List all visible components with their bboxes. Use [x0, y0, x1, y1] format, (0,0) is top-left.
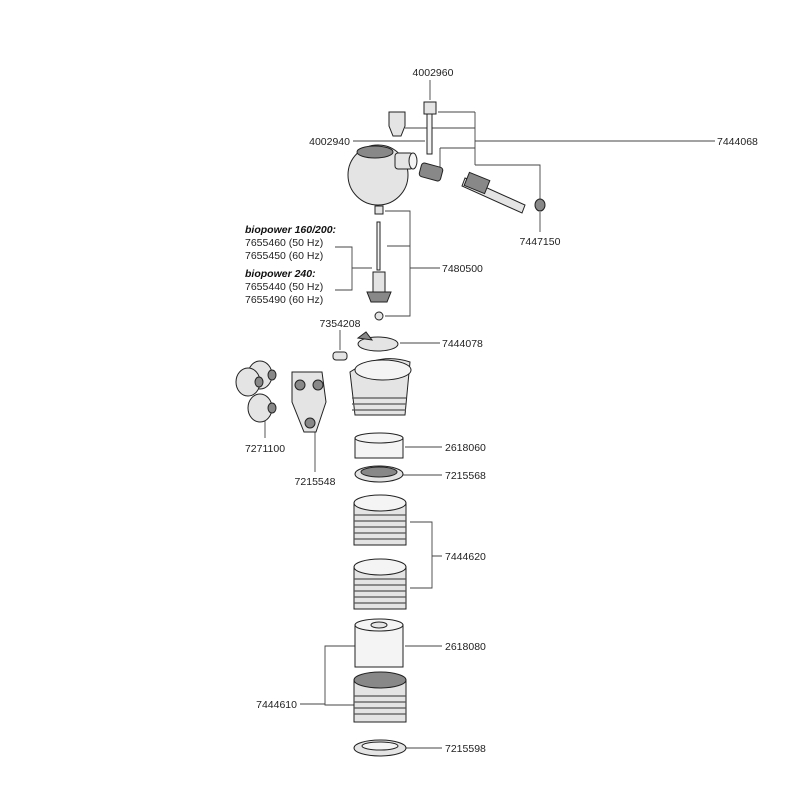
part-air-valve [388, 111, 406, 137]
label-7215548: 7215548 [295, 476, 336, 488]
part-nozzle-4002960 [423, 101, 437, 155]
part-container-7444620-top [353, 494, 407, 546]
rotor-group1-item: 7655450 (60 Hz) [245, 250, 323, 262]
label-7444078: 7444078 [442, 338, 483, 350]
label-7215568: 7215568 [445, 470, 486, 482]
rotor-group2-title: biopower 240: [245, 268, 316, 280]
label-4002940: 4002940 [309, 136, 350, 148]
label-7354208: 7354208 [320, 318, 361, 330]
part-connector [418, 162, 444, 182]
part-spray-bar [461, 171, 526, 214]
part-foam-2618080 [354, 618, 404, 668]
part-container-7444620-bottom [353, 558, 407, 610]
label-4002960: 4002960 [413, 67, 454, 79]
label-7480500: 7480500 [442, 263, 483, 275]
rotor-group1-title: biopower 160/200: [245, 224, 336, 236]
part-container-7444610 [353, 671, 407, 723]
part-grid-7215568 [354, 465, 404, 483]
part-cover-7444078 [356, 331, 399, 352]
label-7215598: 7215598 [445, 743, 486, 755]
label-7444610: 7444610 [256, 699, 297, 711]
part-bottom-7215598 [353, 739, 407, 757]
part-foam-2618060 [354, 432, 404, 459]
leader-lines [264, 80, 715, 749]
part-pump-head [349, 358, 412, 416]
part-outlet-ball [347, 144, 418, 206]
part-suction-cups-7271100 [235, 360, 277, 423]
label-7444620: 7444620 [445, 551, 486, 563]
label-7444068: 7444068 [717, 136, 758, 148]
rotor-group1-item: 7655460 (50 Hz) [245, 237, 323, 249]
part-clip-7354208 [332, 351, 348, 361]
rotor-group2-item: 7655440 (50 Hz) [245, 281, 323, 293]
label-7447150: 7447150 [520, 236, 561, 248]
part-end-cap-7447150 [534, 198, 546, 212]
label-7271100: 7271100 [245, 443, 285, 455]
part-rotor-set [366, 205, 392, 321]
label-2618080: 2618080 [445, 641, 486, 653]
part-holder-7215548 [291, 371, 327, 433]
rotor-group2-item: 7655490 (60 Hz) [245, 294, 323, 306]
label-2618060: 2618060 [445, 442, 486, 454]
